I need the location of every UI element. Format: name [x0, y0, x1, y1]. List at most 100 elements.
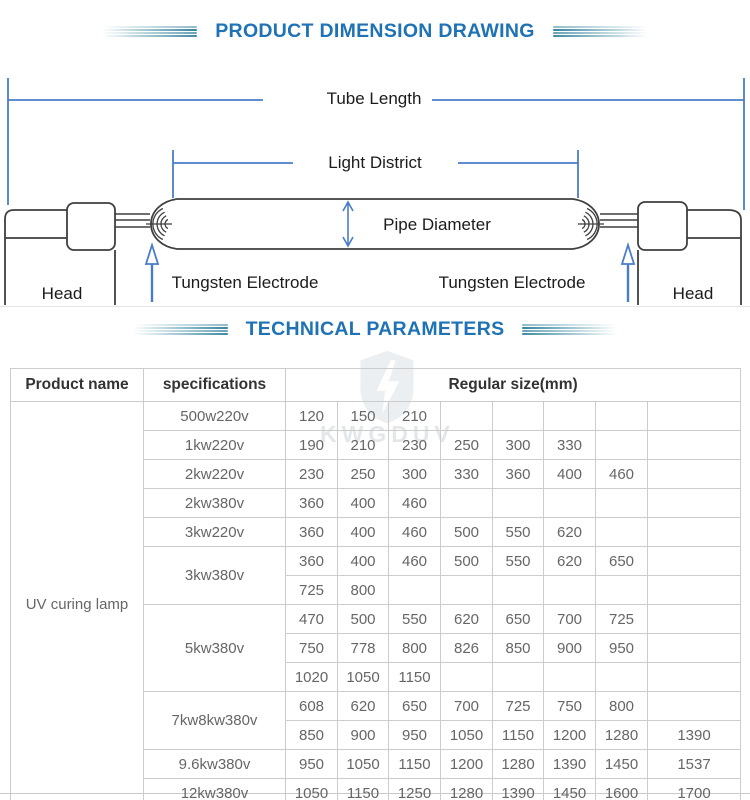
size-cell: 1050 — [440, 720, 493, 750]
size-cell: 700 — [543, 604, 596, 634]
right-head-outline — [637, 209, 742, 305]
size-cell: 500 — [440, 546, 493, 576]
size-cell — [492, 662, 544, 692]
title-decor-lines-left — [132, 324, 228, 335]
size-cell: 750 — [543, 691, 596, 721]
size-cell: 470 — [285, 604, 338, 634]
spec-cell: 2kw380v — [143, 488, 286, 518]
size-cell: 700 — [440, 691, 493, 721]
size-cell: 460 — [388, 546, 441, 576]
size-cell: 360 — [285, 546, 338, 576]
size-cell — [543, 401, 596, 431]
size-cell — [646, 546, 742, 576]
size-cell: 230 — [388, 430, 441, 460]
size-cell: 608 — [285, 691, 338, 721]
size-cell: 950 — [388, 720, 441, 750]
size-cell: 400 — [543, 459, 596, 489]
size-cell: 778 — [337, 633, 389, 663]
pipe-diameter-arrow — [342, 200, 354, 248]
size-cell: 750 — [285, 633, 338, 663]
size-cell: 190 — [285, 430, 338, 460]
left-tungsten-coil — [146, 207, 172, 241]
size-cell: 300 — [388, 459, 441, 489]
size-cell: 900 — [543, 633, 596, 663]
size-cell: 460 — [388, 517, 441, 547]
size-cell — [440, 662, 493, 692]
section-title-dimension-drawing: PRODUCT DIMENSION DRAWING — [0, 20, 750, 43]
drawing-baseline — [0, 306, 750, 307]
size-cell — [595, 401, 648, 431]
size-cell: 1150 — [388, 749, 441, 779]
size-cell: 650 — [595, 546, 648, 576]
size-cell: 230 — [285, 459, 338, 489]
title-decor-lines-right — [522, 324, 618, 335]
size-cell: 210 — [337, 430, 389, 460]
size-cell — [440, 488, 493, 518]
size-cell: 1280 — [492, 749, 544, 779]
size-cell: 725 — [492, 691, 544, 721]
size-cell: 1050 — [285, 778, 338, 800]
size-cell: 725 — [285, 575, 338, 605]
size-cell: 1150 — [337, 778, 389, 800]
size-cell — [646, 401, 742, 431]
size-cell: 330 — [543, 430, 596, 460]
right-tungsten-coil — [578, 207, 604, 241]
dimension-drawing-title: PRODUCT DIMENSION DRAWING — [215, 20, 535, 42]
size-cell — [440, 575, 493, 605]
size-cell: 550 — [388, 604, 441, 634]
size-cell — [646, 604, 742, 634]
size-cell: 500 — [440, 517, 493, 547]
size-cell: 1150 — [388, 662, 441, 692]
size-cell — [543, 488, 596, 518]
table-header-row: Product name specifications Regular size… — [10, 368, 742, 402]
size-cell: 725 — [595, 604, 648, 634]
size-cell — [646, 488, 742, 518]
size-cell: 500 — [337, 604, 389, 634]
product-name-cell: UV curing lamp — [10, 401, 144, 800]
size-cell: 300 — [492, 430, 544, 460]
electrode-pointer-right — [620, 242, 636, 302]
size-cell — [492, 401, 544, 431]
section-title-technical-parameters: TECHNICAL PARAMETERS — [0, 318, 750, 341]
tungsten-electrode-label-right: Tungsten Electrode — [438, 273, 586, 292]
size-cell — [646, 691, 742, 721]
size-cell: 1537 — [646, 749, 742, 779]
size-cell — [595, 517, 648, 547]
size-cell: 1700 — [646, 778, 742, 800]
size-cell: 850 — [492, 633, 544, 663]
size-cell: 900 — [337, 720, 389, 750]
size-cell: 1390 — [646, 720, 742, 750]
size-cell: 1050 — [337, 749, 389, 779]
size-cell: 250 — [337, 459, 389, 489]
size-cell: 1020 — [285, 662, 338, 692]
head-label-left: Head — [41, 284, 83, 303]
size-cell: 800 — [388, 633, 441, 663]
size-cell — [646, 430, 742, 460]
size-cell: 400 — [337, 488, 389, 518]
size-cell: 360 — [492, 459, 544, 489]
spec-cell: 3kw380v — [143, 546, 286, 605]
spec-cell: 2kw220v — [143, 459, 286, 489]
spec-cell: 7kw8kw380v — [143, 691, 286, 750]
electrode-pointer-left — [144, 242, 160, 302]
size-cell: 950 — [595, 633, 648, 663]
size-cell: 550 — [492, 546, 544, 576]
size-cell: 1450 — [595, 749, 648, 779]
size-cell: 800 — [595, 691, 648, 721]
size-cell: 620 — [337, 691, 389, 721]
title-decor-lines-left — [102, 26, 198, 37]
size-cell: 1150 — [492, 720, 544, 750]
header-regular-size: Regular size(mm) — [284, 368, 742, 402]
size-cell — [646, 517, 742, 547]
technical-parameters-title: TECHNICAL PARAMETERS — [245, 318, 505, 340]
